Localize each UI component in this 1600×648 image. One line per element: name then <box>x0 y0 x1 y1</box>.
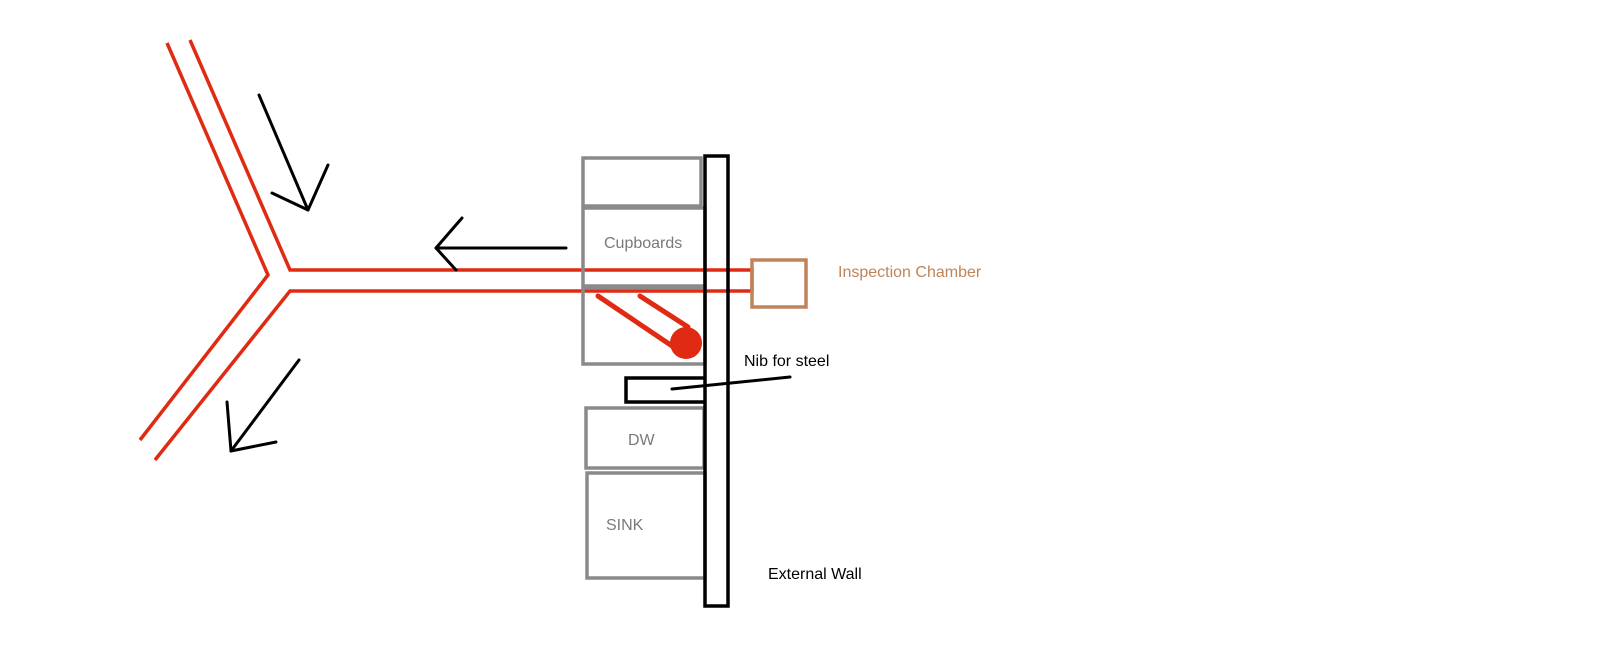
sink-label: SINK <box>606 517 644 534</box>
kitchen-units <box>581 156 707 580</box>
nib-leader-line <box>670 375 792 391</box>
arrow-down-right <box>257 93 330 212</box>
pipe-upper-wall <box>138 42 271 442</box>
arrow-left <box>434 216 568 272</box>
cupboards-label: Cupboards <box>604 235 683 252</box>
steel-nib <box>624 376 705 404</box>
arrow-down-left <box>225 358 301 453</box>
branch-pipe <box>595 293 691 357</box>
flow-arrows <box>225 93 568 453</box>
dw-label: DW <box>628 432 655 449</box>
sink-unit <box>585 471 707 580</box>
external-wall-label: External Wall <box>768 566 862 583</box>
soil-stack-dot <box>670 327 702 359</box>
top-cupboard <box>581 156 703 208</box>
external-wall <box>703 154 730 608</box>
nib-label: Nib for steel <box>744 353 830 370</box>
inspection-chamber-box <box>750 258 808 309</box>
inspection-chamber-label: Inspection Chamber <box>838 264 982 281</box>
